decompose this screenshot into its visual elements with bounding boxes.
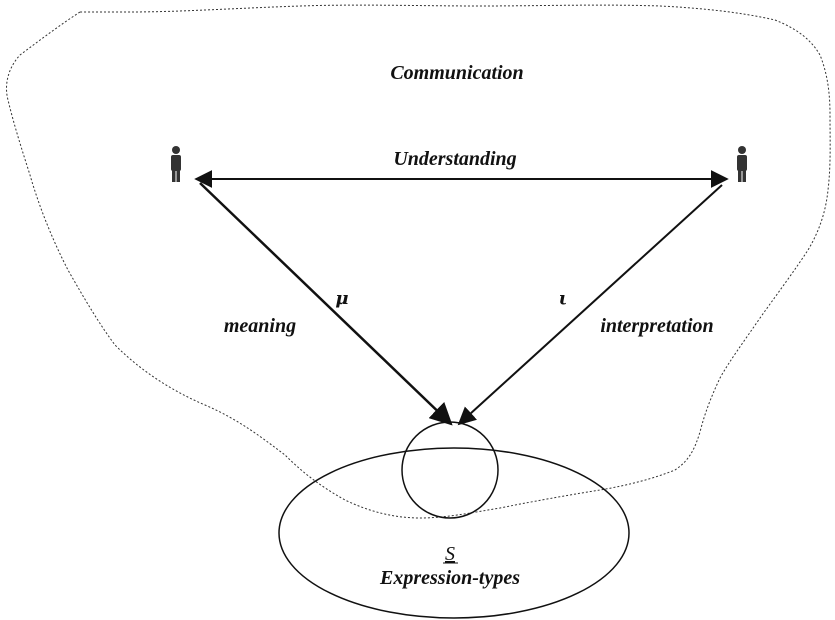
meaning-symbol: μ <box>335 288 348 309</box>
interpretation-arrow <box>457 184 723 426</box>
person-icon <box>171 146 181 182</box>
meaning-label: meaning <box>224 315 296 337</box>
set-label: Expression-types <box>379 567 520 589</box>
meaning-arrow <box>199 182 453 426</box>
interpretation-symbol: ι <box>559 288 568 309</box>
communication-boundary <box>6 4 831 519</box>
communication-label: Communication <box>390 62 523 84</box>
set-symbol: S <box>445 543 455 565</box>
person-icon <box>737 146 747 182</box>
expression-circle <box>401 421 499 519</box>
understanding-label: Understanding <box>393 148 516 170</box>
interpretation-label: interpretation <box>600 315 713 337</box>
expression-types-set <box>278 447 630 619</box>
